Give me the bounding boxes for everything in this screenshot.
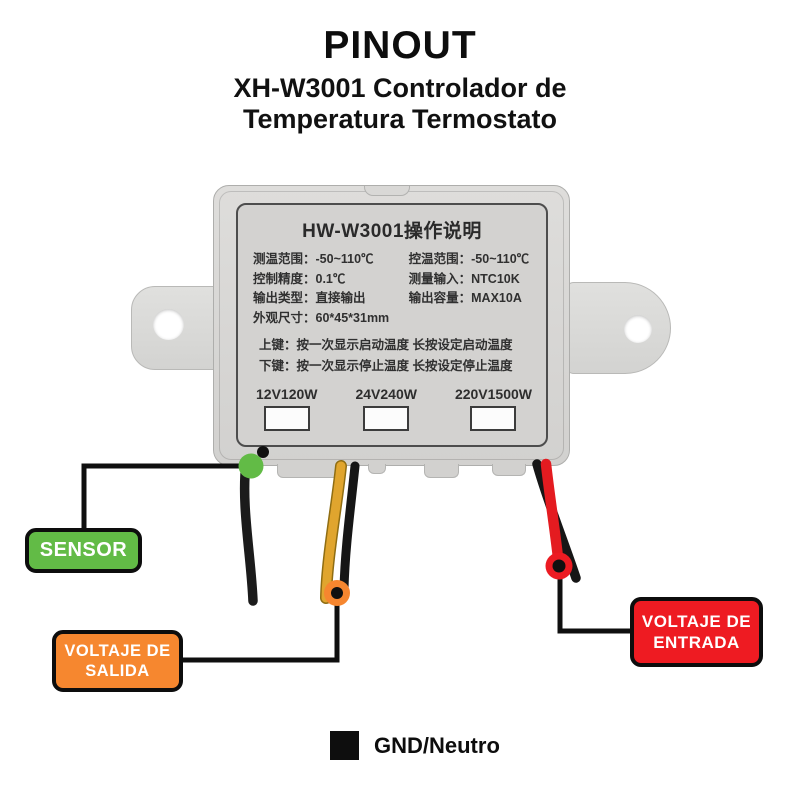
entrada-pin-marker [545,552,573,580]
output-wire-yellow-outline [320,460,347,604]
power-option-checkbox [263,406,310,431]
salida-pin-marker [324,580,350,606]
entrada-connector-line [557,567,634,634]
spec-output-type: 输出类型：直接输出 [253,291,366,305]
mounting-ear-left [131,286,219,370]
spec-control-range: 控温范围：-50~110℃ [408,252,530,266]
key-instructions: 上键：按一次显示启动温度 长按设定启动温度 下键：按一次显示停止温度 长按设定停… [259,335,540,376]
output-wire-black [339,461,360,594]
voltaje-salida-line1: VOLTAJE DE [64,642,171,660]
sensor-connector-line [81,463,251,531]
spec-accuracy: 控制精度：0.1℃ [253,271,346,286]
power-option: 220V1500W [455,386,532,431]
device-bottom-tab [277,464,339,478]
spec-label-plate: HW-W3001操作说明 测温范围：-50~110℃ 控温范围：-50~110℃… [236,203,548,447]
power-option-label: 220V1500W [454,386,532,402]
salida-pin-marker-center [331,587,343,599]
power-option-label: 24V240W [355,386,417,402]
device-bottom-tab [368,464,386,474]
power-option: 24V240W [355,386,417,431]
device-bottom-tab [424,464,459,478]
voltaje-salida-line2: SALIDA [85,662,150,680]
voltaje-salida-callout: VOLTAJE DE SALIDA [52,630,183,692]
spec-dimensions: 外观尺寸：60*45*31mm [253,310,390,325]
page-subtitle-line1: XH-W3001 Controlador de [233,73,567,103]
page-subtitle-line2: Temperatura Termostato [242,104,558,134]
power-options-row: 12V120W 24V240W 220V1500W [256,386,532,431]
spec-table: 测温范围：-50~110℃ 控温范围：-50~110℃ 控制精度：0.1℃ 测量… [253,250,536,309]
input-wire-black [532,459,581,583]
voltaje-entrada-line2: ENTRADA [653,633,740,652]
page-title: PINOUT [323,24,477,67]
sensor-wire-black [239,458,258,606]
salida-connector-line [179,597,340,663]
gnd-legend-label: GND/Neutro [374,733,500,758]
spec-sensor-input: 测量输入：NTC10K [408,271,520,286]
power-option: 12V120W [256,386,317,431]
input-wire-red [540,458,565,573]
spec-plate-title: HW-W3001操作说明 [302,221,482,242]
device-bottom-tab [492,464,526,476]
power-option-label: 12V120W [256,386,318,402]
spec-output-capacity: 输出容量：MAX10A [408,291,522,305]
mounting-ear-right [566,282,671,374]
voltaje-entrada-callout: VOLTAJE DE ENTRADA [630,597,763,667]
entrada-pin-marker-center [552,559,566,573]
device-top-notch [364,186,410,196]
power-option-checkbox [470,406,517,431]
sensor-callout-label: SENSOR [39,539,128,561]
sensor-callout: SENSOR [25,528,142,573]
mounting-hole-left [153,309,184,340]
power-option-checkbox [363,406,410,431]
spec-measure-range: 测温范围：-50~110℃ [253,252,374,266]
page-subtitle: XH-W3001 Controlador de Temperatura Term… [0,73,800,135]
voltaje-entrada-line1: VOLTAJE DE [641,612,752,631]
mounting-hole-right [624,315,652,343]
key-instruction-down: 下键：按一次显示停止温度 长按设定停止温度 [259,358,513,373]
gnd-legend-swatch [330,731,359,760]
key-instruction-up: 上键：按一次显示启动温度 长按设定启动温度 [259,338,513,352]
output-wire-yellow [321,461,346,603]
